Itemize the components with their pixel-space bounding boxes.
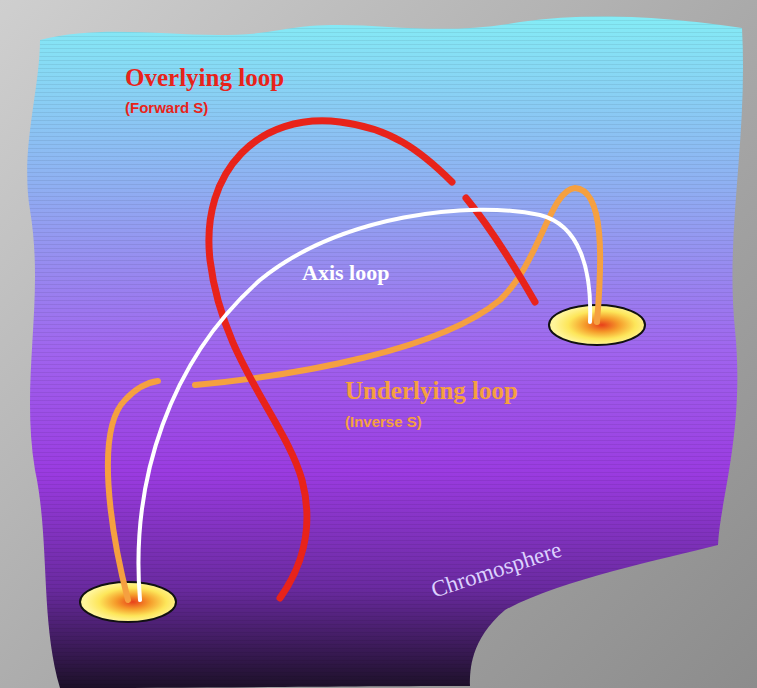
underlying-loop [108, 381, 158, 600]
overlying-loop [209, 121, 452, 598]
loop-subtitle: (Inverse S) [345, 414, 422, 431]
loop-title: Axis loop [302, 261, 389, 285]
axis-loop [139, 210, 591, 600]
loop-title: Overlying loop [125, 64, 284, 92]
stripe-overlay [27, 16, 743, 688]
sky-region [27, 16, 743, 688]
loop-subtitle: (Forward S) [125, 100, 208, 117]
loop-title: Underlying loop [345, 377, 518, 405]
